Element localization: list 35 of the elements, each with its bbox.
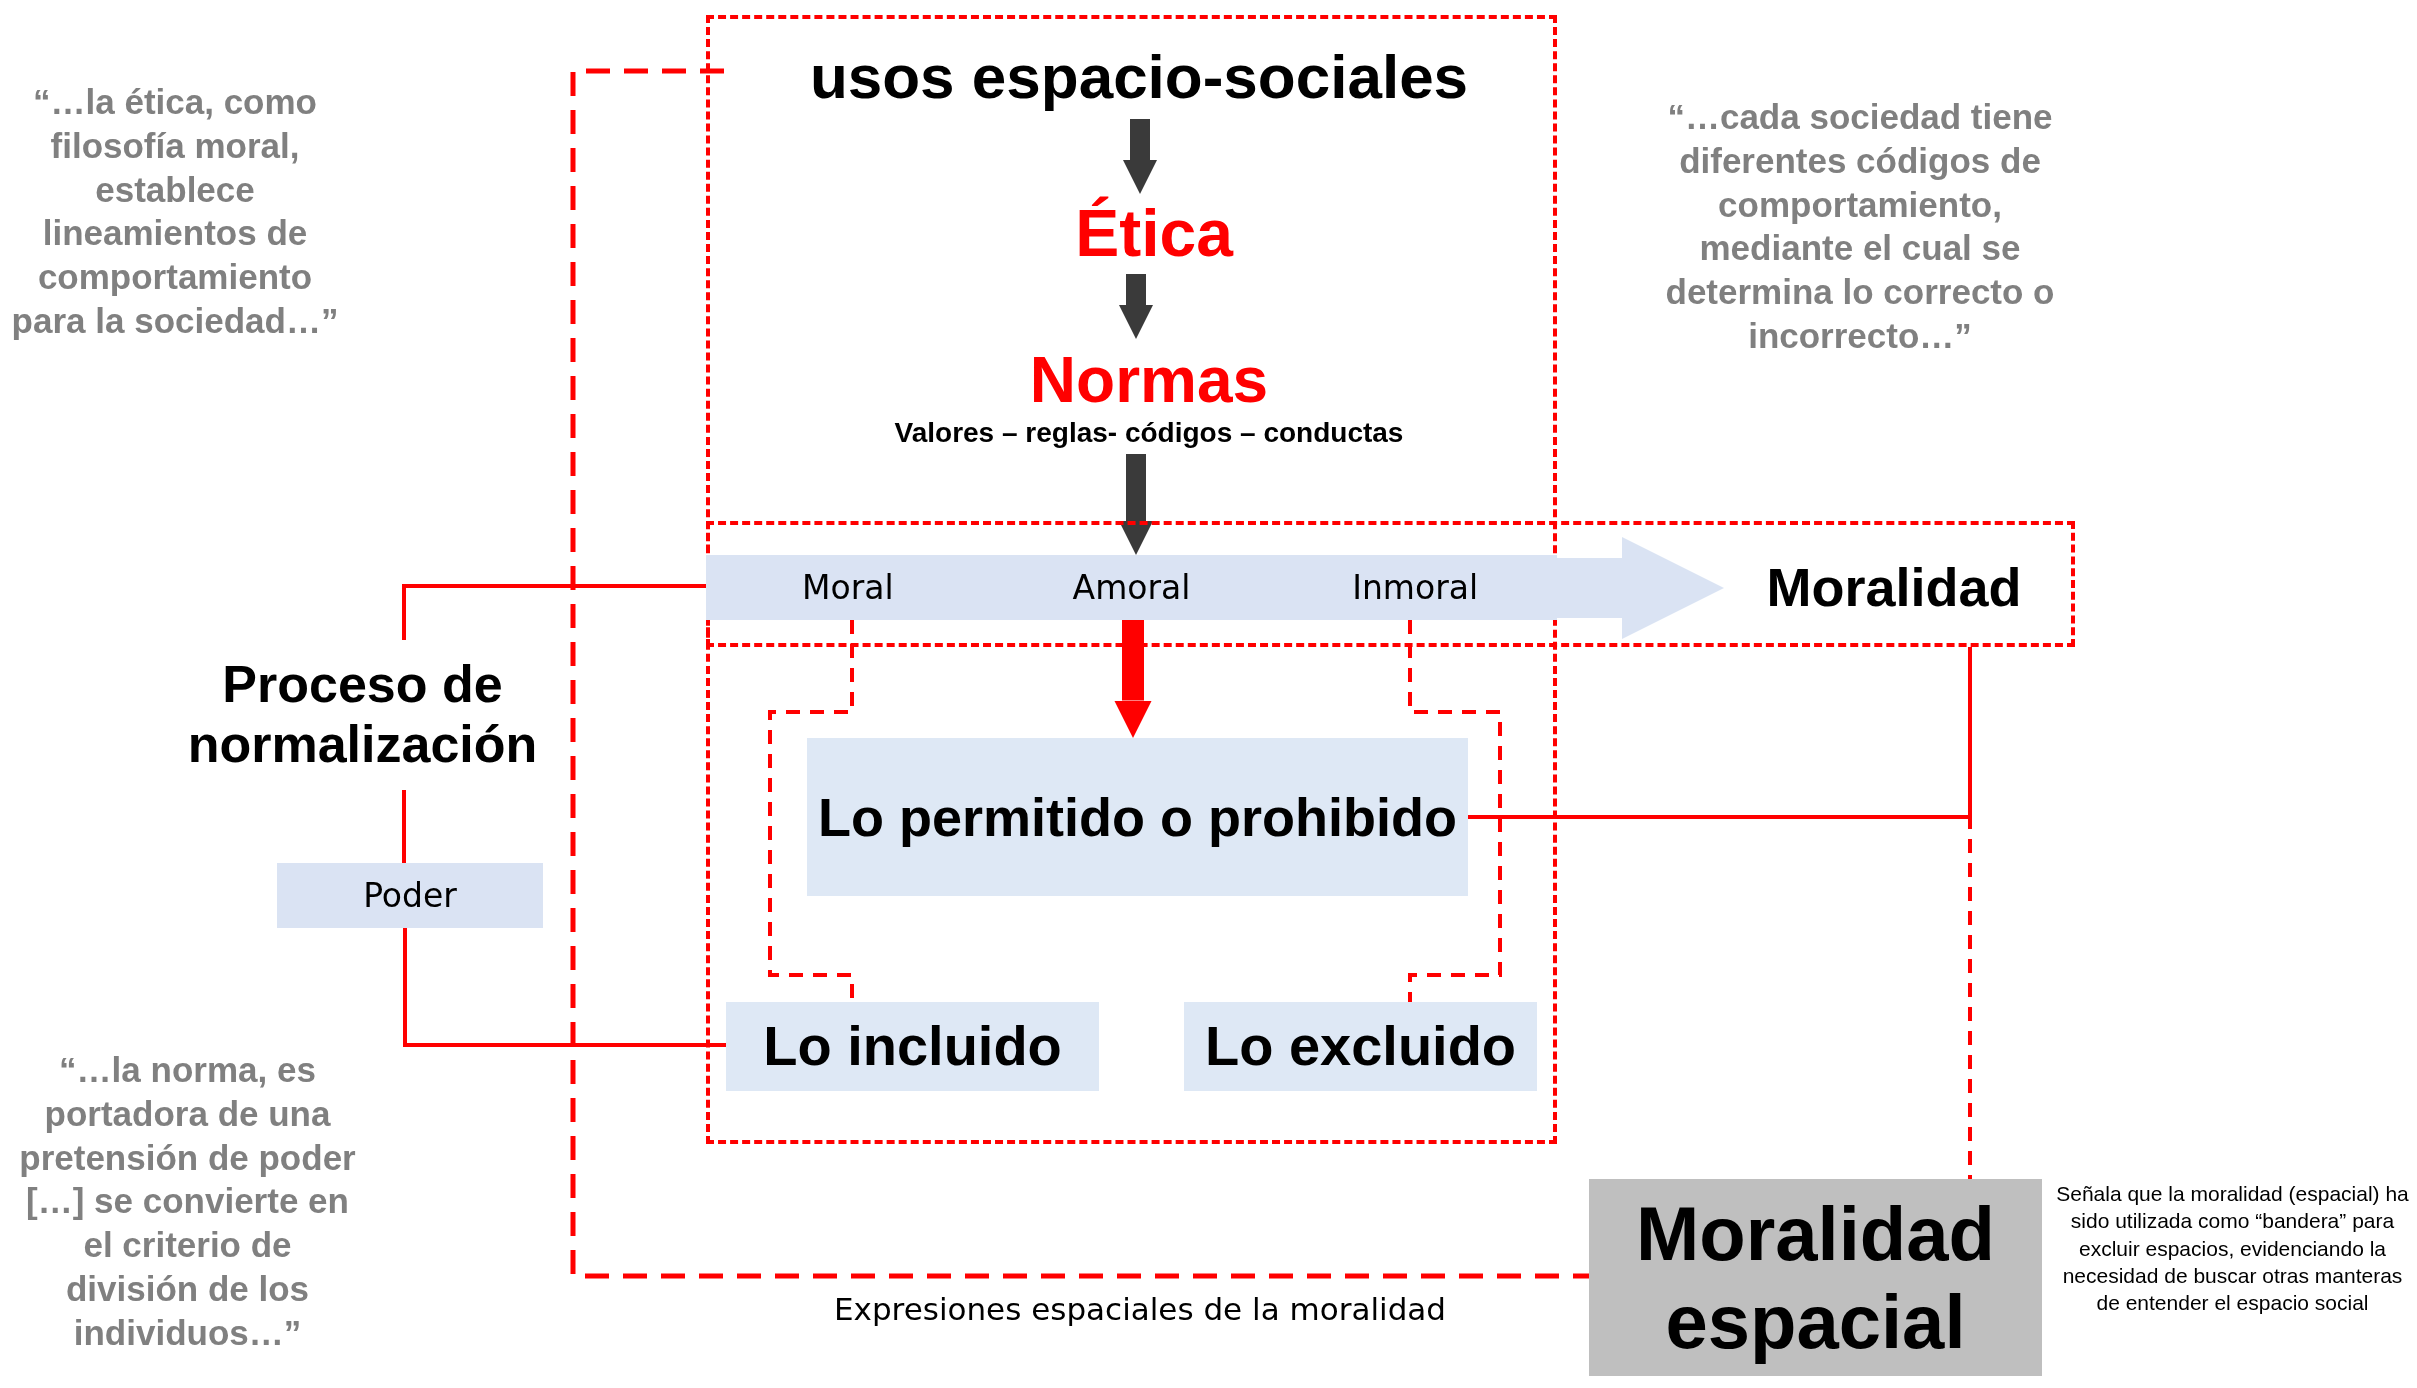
box-label: Lo permitido o prohibido	[818, 785, 1457, 849]
heading-text: Moralidad	[1724, 555, 2064, 620]
connector-line	[1468, 647, 1972, 819]
subheading-text: Valores – reglas- códigos – conductas	[894, 417, 1404, 450]
arrow	[1557, 537, 1724, 639]
heading-text: Ética	[1004, 194, 1304, 274]
process-box	[726, 1002, 1099, 1091]
process-box	[807, 738, 1468, 896]
connector-line	[403, 928, 726, 1047]
caption-text: Expresiones espaciales de la moralidad	[833, 1290, 1447, 1329]
connector-line	[1408, 620, 1502, 1002]
quote-text: “…la norma, es portadora de una pretensión de poder […] se convierte en el criterio de división de los individuos…”	[18, 1049, 357, 1354]
box-label: Lo excluido	[1204, 1014, 1517, 1079]
process-box	[1184, 1002, 1537, 1091]
box-label: Lo incluido	[763, 1014, 1062, 1079]
category-label: Inmoral	[1351, 568, 1480, 607]
box-label: Moralidad espacial	[1635, 1190, 1996, 1365]
category-label: Moral	[801, 568, 895, 607]
connector-line	[402, 790, 406, 863]
heading-text: Normas	[1029, 343, 1269, 418]
arrow	[1119, 274, 1153, 339]
connector-line	[402, 584, 706, 640]
quote-text: “…la ética, como filosofía moral, establece lineamientos de comportamiento para la sociedad…”	[10, 81, 340, 342]
process-box	[277, 863, 543, 928]
category-label: Amoral	[1071, 568, 1192, 607]
result-box	[1589, 1179, 2042, 1376]
box-label: Poder	[363, 876, 457, 915]
note-text: Señala que la moralidad (espacial) ha sido utilizada como “bandera” para excluir espacios, evidenciando la necesidad de buscar otras manteras de entender el espacio social	[2055, 1181, 2410, 1317]
arrow	[1119, 454, 1153, 555]
arrow	[1123, 119, 1157, 194]
connector-line	[570, 68, 1589, 1279]
quote-text: “…cada sociedad tiene diferentes códigos de comportamiento, mediante el cual se determina lo correcto o incorrecto…”	[1664, 96, 2056, 357]
heading-text: usos espacio-sociales	[724, 34, 1554, 119]
arrow	[1114, 620, 1152, 738]
category-band	[706, 555, 1557, 620]
